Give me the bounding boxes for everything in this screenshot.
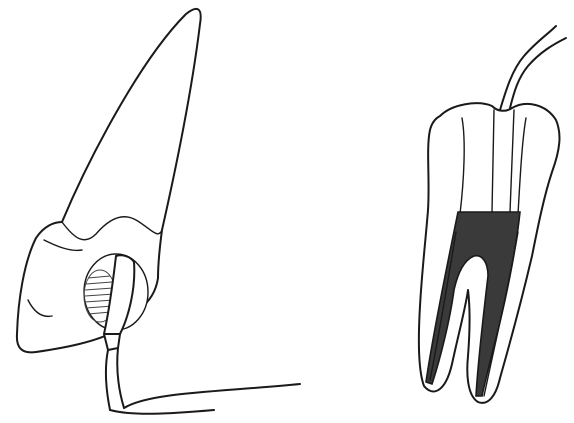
instrument-cable bbox=[110, 384, 300, 414]
molar-instrument-wire bbox=[500, 26, 556, 110]
molar-access-left bbox=[492, 110, 494, 212]
incisor-panel bbox=[17, 9, 300, 414]
molar-chamber-right-wall bbox=[518, 118, 526, 214]
molar-panel bbox=[419, 26, 566, 403]
molar-access-right bbox=[510, 110, 514, 212]
incisor-crown-contour bbox=[44, 240, 82, 250]
instrument-wire bbox=[106, 348, 124, 410]
molar-filling bbox=[426, 212, 520, 396]
incisor-cej-line bbox=[62, 217, 162, 240]
molar-chamber-left-wall bbox=[460, 118, 464, 214]
incisor-crown-ridge bbox=[28, 300, 52, 316]
molar-instrument-wire-2 bbox=[510, 38, 566, 108]
